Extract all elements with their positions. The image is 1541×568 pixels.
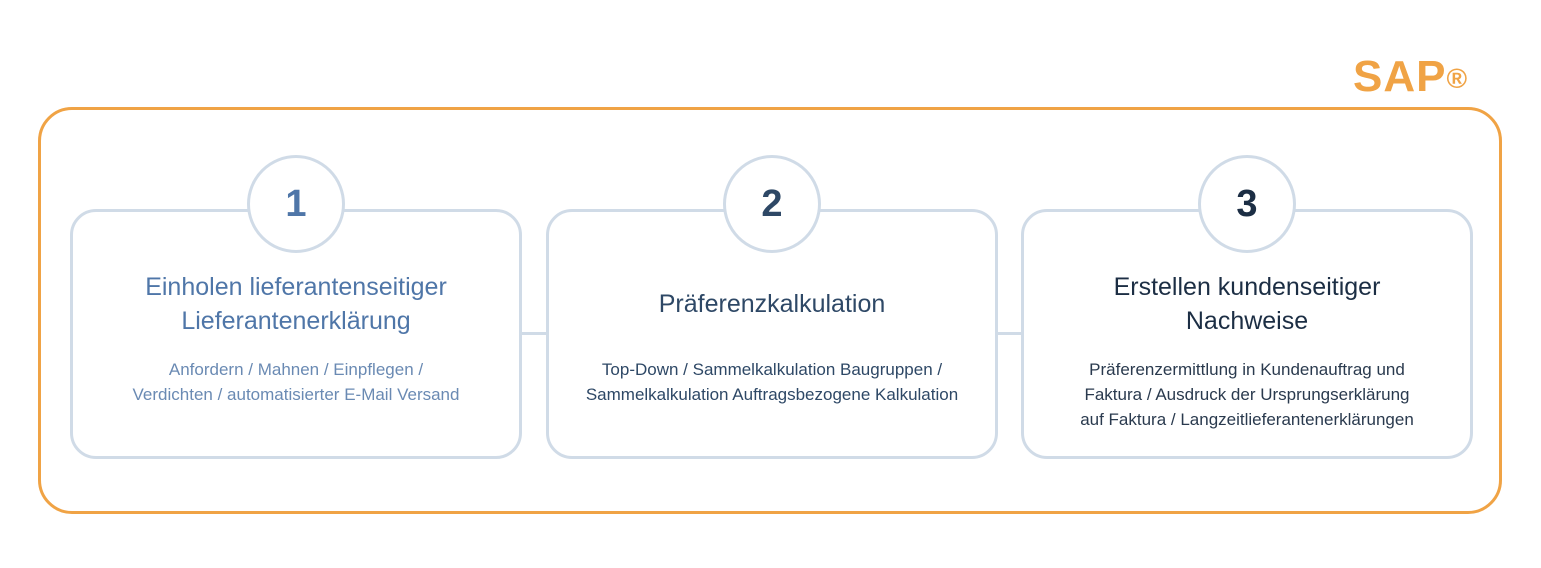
step-badge-2: 2 <box>723 155 821 253</box>
step-1-title-line-2: Lieferantenerklärung <box>181 307 411 335</box>
sap-logo: SAP® <box>1353 52 1468 102</box>
registered-mark: ® <box>1446 63 1469 94</box>
step-1-description-line-2: Verdichten / automatisierter E-Mail Vers… <box>132 385 460 404</box>
sap-logo-text: SAP <box>1353 52 1447 101</box>
step-3-description-line-3: auf Faktura / Langzeitlieferantenerkläru… <box>1080 410 1414 429</box>
step-2-number: 2 <box>761 182 783 225</box>
step-1-number: 1 <box>285 182 307 225</box>
step-2-description-line-1: Top-Down / Sammelkalkulation Baugruppen … <box>601 360 943 379</box>
connector-1-2 <box>521 332 548 335</box>
connector-2-3 <box>997 332 1022 335</box>
step-2-description-line-2: Sammelkalkulation Auftragsbezogene Kalku… <box>585 385 959 404</box>
step-3-title-line-2: Nachweise <box>1185 307 1309 335</box>
sap-process-frame <box>38 107 1502 514</box>
step-3-description-line-1: Präferenzermittlung in Kundenauftrag und <box>1089 360 1405 379</box>
step-3-description-line-2: Faktura / Ausdruck der Ursprungserklärun… <box>1084 385 1410 404</box>
step-badge-3: 3 <box>1198 155 1296 253</box>
step-card-2: Präferenzkalkulation Top-Down / Sammelka… <box>546 209 998 459</box>
step-1-description-line-1: Anfordern / Mahnen / Einpflegen / <box>168 360 424 379</box>
step-badge-1: 1 <box>247 155 345 253</box>
step-3-title-line-1: Erstellen kundenseitiger <box>1113 273 1381 301</box>
step-2-title: Präferenzkalkulation <box>658 290 886 318</box>
step-1-title-line-1: Einholen lieferantenseitiger <box>145 273 447 301</box>
step-3-number: 3 <box>1236 182 1258 225</box>
